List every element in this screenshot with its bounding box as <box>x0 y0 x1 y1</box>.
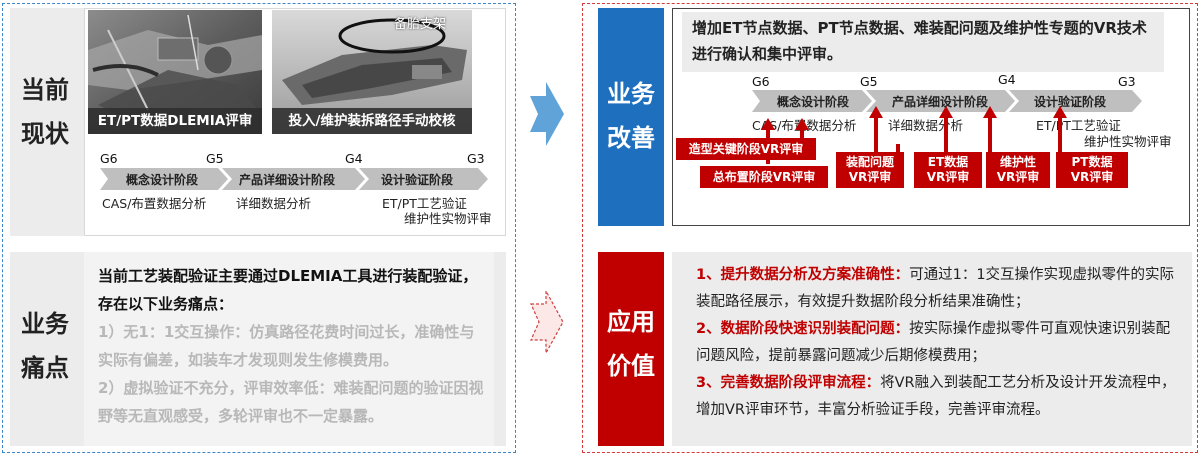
arrow-right-red-icon <box>530 290 564 354</box>
pain-content: 当前工艺装配验证主要通过DLEMIA工具进行装配验证，存在以下业务痛点： 1）无… <box>84 252 494 446</box>
pain-title: 当前工艺装配验证主要通过DLEMIA工具进行装配验证，存在以下业务痛点： <box>98 267 478 313</box>
right-frame <box>582 3 1198 453</box>
vr-box-layout: 总布置阶段VR评审 <box>700 166 828 188</box>
right-stage-g3: G3 <box>1118 74 1136 89</box>
right-phase-verify: 设计验证阶段 <box>1034 95 1107 109</box>
right-stage-g6: G6 <box>752 74 770 89</box>
left-phase-arrows <box>100 168 488 190</box>
annotation-spare-tire-bracket: 备胎支架 <box>394 17 447 32</box>
value-item-1: 1、提升数据分析及方案准确性：可通过1：1交互操作实现虚拟零件的实际装配路径展示… <box>696 262 1180 316</box>
right-stage-g4: G4 <box>998 72 1016 87</box>
left-stage-g3: G3 <box>467 151 485 166</box>
vr-box-et-text: ET数据VR评审 <box>926 155 970 184</box>
right-phase-concept: 概念设计阶段 <box>777 95 850 109</box>
left-phase-concept: 概念设计阶段 <box>126 173 199 187</box>
improve-label: 业务 改善 <box>598 66 664 166</box>
photo-dlemia-review: ET/PT数据DLEMIA评审 <box>88 10 262 134</box>
pain-point-1: 1）无1：1交互操作：仿真路径花费时间过长，准确性与实际有偏差，如装车才发现则发… <box>98 323 475 369</box>
value-label-box <box>598 252 664 446</box>
left-phase-verify: 设计验证阶段 <box>381 173 454 187</box>
value-item-2-title: 2、数据阶段快速识别装配问题： <box>696 321 910 337</box>
left-stage-g4: G4 <box>345 151 363 166</box>
value-item-2-body: 按实际操作虚拟零件可直观快速识别装配问题风险，提前暴露问题减少后期修模费用； <box>696 321 1171 364</box>
improve-title: 增加ET节点数据、PT节点数据、难装配问题及维护性专题的VR技术进行确认和集中评… <box>692 19 1147 63</box>
left-activity-cas: CAS/布置数据分析 <box>102 196 207 211</box>
right-stage-g5: G5 <box>860 74 878 89</box>
left-activity-detail: 详细数据分析 <box>236 196 312 211</box>
current-status-label-line1: 当前 <box>21 76 69 104</box>
value-item-3: 3、完善数据阶段评审流程：将VR融入到装配工艺分析及设计开发流程中，增加VR评审… <box>696 370 1180 424</box>
pain-label-line1: 业务 <box>21 310 69 338</box>
value-item-3-title: 3、完善数据阶段评审流程： <box>696 375 881 391</box>
photo1-caption: ET/PT数据DLEMIA评审 <box>88 108 262 134</box>
left-stage-g5: G5 <box>206 151 224 166</box>
improve-label-box <box>598 8 664 226</box>
vr-box-assembly: 装配问题VR评审 <box>836 152 904 188</box>
value-label-line2: 价值 <box>607 352 655 380</box>
value-label: 应用 价值 <box>598 294 664 394</box>
value-item-2: 2、数据阶段快速识别装配问题：按实际操作虚拟零件可直观快速识别装配问题风险，提前… <box>696 316 1180 370</box>
improve-label-line1: 业务 <box>607 80 655 108</box>
right-phase-detail: 产品详细设计阶段 <box>892 95 989 109</box>
value-item-1-body: 可通过1：1交互操作实现虚拟零件的实际装配路径展示，有效提升数据阶段分析结果准确… <box>696 267 1175 310</box>
pain-label-line2: 痛点 <box>21 354 69 382</box>
current-status-label: 当前 现状 <box>14 62 76 162</box>
vr-box-pt-text: PT数据VR评审 <box>1070 155 1114 184</box>
right-activity-maintain: 维护性实物评审 <box>1084 134 1172 149</box>
value-item-3-body: 将VR融入到装配工艺分析及设计开发流程中，增加VR评审环节，丰富分析验证手段，完… <box>696 375 1176 418</box>
arrow-right-blue-icon <box>530 82 564 146</box>
left-activity-etpt: ET/PT工艺验证 <box>382 196 467 211</box>
vr-box-pt: PT数据VR评审 <box>1056 152 1128 188</box>
pain-point-2: 2）虚拟验证不充分，评审效率低：难装配问题的验证因视野等无直观感受，多轮评审也不… <box>98 379 484 425</box>
improve-title-box <box>682 12 1164 72</box>
current-status-label-line2: 现状 <box>21 120 69 148</box>
value-content: 1、提升数据分析及方案准确性：可通过1：1交互操作实现虚拟零件的实际装配路径展示… <box>672 252 1192 446</box>
value-label-line1: 应用 <box>607 308 655 336</box>
improve-label-line2: 改善 <box>607 124 655 152</box>
left-activity-maintain: 维护性实物评审 <box>404 211 492 226</box>
left-stage-g6: G6 <box>100 151 118 166</box>
vr-box-et: ET数据VR评审 <box>914 152 982 188</box>
left-frame <box>2 3 516 453</box>
vr-box-assembly-text: 装配问题VR评审 <box>845 155 894 184</box>
pain-label: 业务 痛点 <box>14 296 76 396</box>
photo-path-check: 备胎支架 投入/维护装拆路径手动校核 <box>272 10 472 134</box>
right-activity-etpt: ET/PT工艺验证 <box>1036 118 1121 133</box>
right-phase-arrows <box>752 90 1142 112</box>
vr-box-maintain-text: 维护性VR评审 <box>996 155 1040 184</box>
vr-box-maintain: 维护性VR评审 <box>986 152 1050 188</box>
left-phase-detail: 产品详细设计阶段 <box>239 173 336 187</box>
value-item-1-title: 1、提升数据分析及方案准确性： <box>696 267 910 283</box>
vr-box-styling: 造型关键阶段VR评审 <box>676 138 816 160</box>
highlight-ellipse <box>338 18 446 54</box>
photo2-caption: 投入/维护装拆路径手动校核 <box>272 108 472 134</box>
